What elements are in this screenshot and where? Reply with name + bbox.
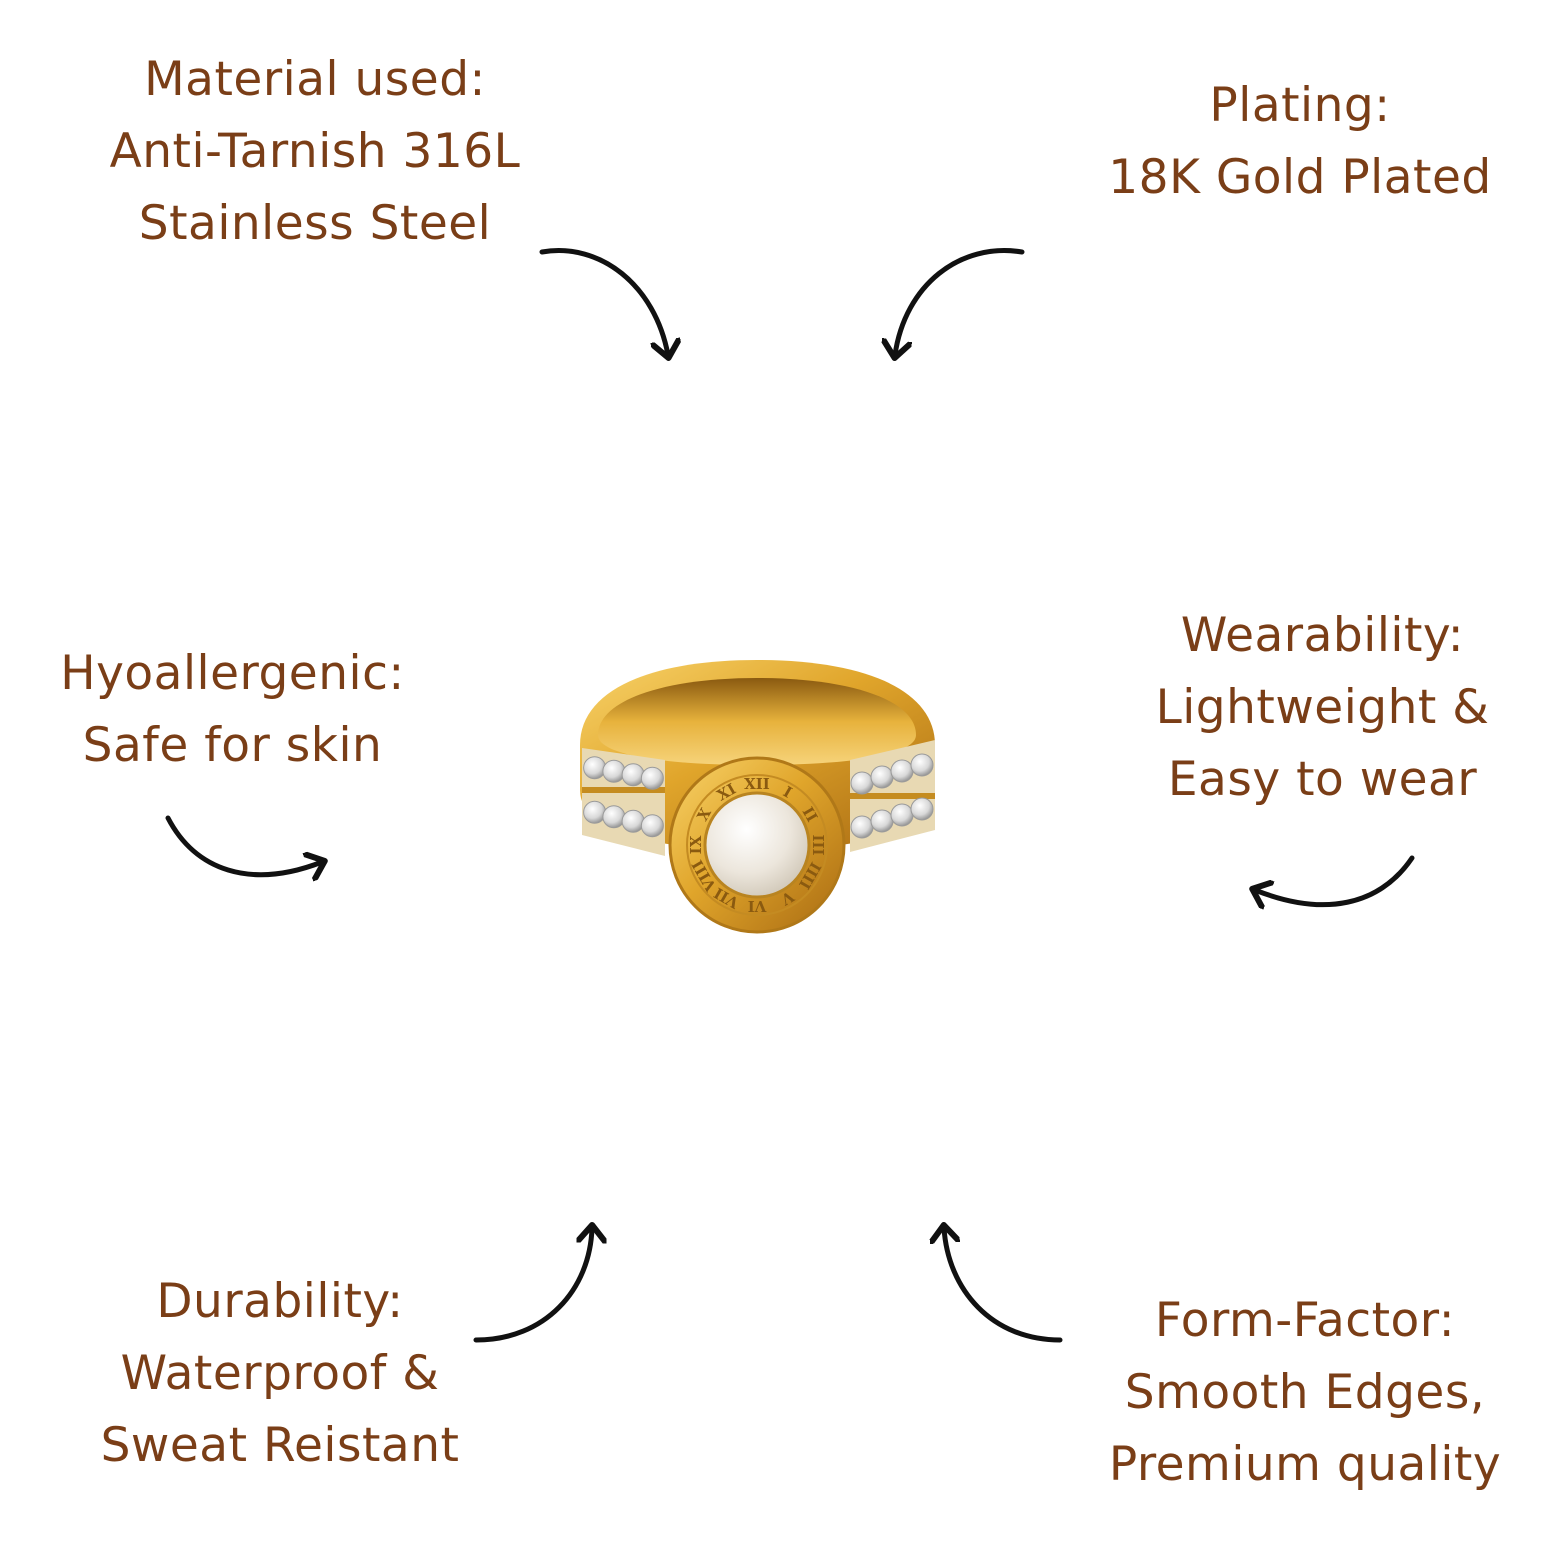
- feature-material-line-2: Stainless Steel: [138, 196, 492, 251]
- ring-gem: [640, 814, 664, 838]
- bezel-numeral: XII: [744, 775, 770, 793]
- feature-durability-line-1: Waterproof &: [120, 1346, 440, 1401]
- ring-gem: [890, 803, 914, 827]
- ring-gem: [910, 753, 934, 777]
- arrow-hypo: [165, 815, 322, 875]
- ring-gem: [870, 809, 894, 833]
- feature-wearability: Wearability: Lightweight & Easy to wear: [1090, 600, 1555, 816]
- ring-gem: [583, 800, 607, 824]
- arrow-durability: [473, 1228, 592, 1343]
- ring-gem: [850, 771, 874, 795]
- feature-durability: Durability: Waterproof & Sweat Reistant: [0, 1266, 560, 1482]
- feature-durability-line-2: Sweat Reistant: [100, 1418, 460, 1473]
- ring-gem: [621, 809, 645, 833]
- feature-form-factor: Form-Factor: Smooth Edges, Premium quali…: [1050, 1285, 1560, 1501]
- bezel-numeral: VI: [748, 897, 768, 915]
- ring-gem: [850, 815, 874, 839]
- ring-gem: [621, 763, 645, 787]
- ring-gem: [640, 766, 664, 790]
- ring-gem: [602, 759, 626, 783]
- ring-gem: [583, 756, 607, 780]
- feature-form-line-2: Premium quality: [1108, 1437, 1502, 1492]
- feature-hypo-title: Hyoallergenic:: [60, 646, 405, 701]
- feature-material-line-1: Anti-Tarnish 316L: [109, 124, 521, 179]
- arrow-plating: [895, 248, 1025, 355]
- feature-hypo-line-1: Safe for skin: [82, 718, 383, 773]
- feature-plating: Plating: 18K Gold Plated: [1030, 70, 1563, 214]
- bezel-numeral: III: [809, 834, 827, 855]
- feature-form-line-1: Smooth Edges,: [1124, 1365, 1486, 1420]
- feature-wear-title: Wearability:: [1180, 608, 1465, 663]
- feature-wear-line-2: Easy to wear: [1167, 752, 1478, 807]
- feature-wear-line-1: Lightweight &: [1155, 680, 1490, 735]
- feature-plating-title: Plating:: [1209, 78, 1391, 133]
- feature-durability-title: Durability:: [156, 1274, 404, 1329]
- ring-gem: [870, 765, 894, 789]
- ring-band: [580, 660, 935, 856]
- feature-material: Material used: Anti-Tarnish 316L Stainle…: [40, 44, 590, 260]
- ring-gem: [890, 759, 914, 783]
- feature-hypoallergenic: Hyoallergenic: Safe for skin: [0, 638, 465, 782]
- feature-material-title: Material used:: [144, 52, 486, 107]
- arrow-wear: [1255, 855, 1415, 905]
- ring-gem: [910, 797, 934, 821]
- ring-gem: [602, 805, 626, 829]
- feature-plating-line-1: 18K Gold Plated: [1108, 150, 1492, 205]
- arrow-form: [944, 1228, 1063, 1343]
- bezel-numeral: IX: [687, 835, 705, 854]
- ring-gems: [583, 753, 934, 839]
- arrow-material: [539, 248, 668, 355]
- feature-form-title: Form-Factor:: [1154, 1293, 1456, 1348]
